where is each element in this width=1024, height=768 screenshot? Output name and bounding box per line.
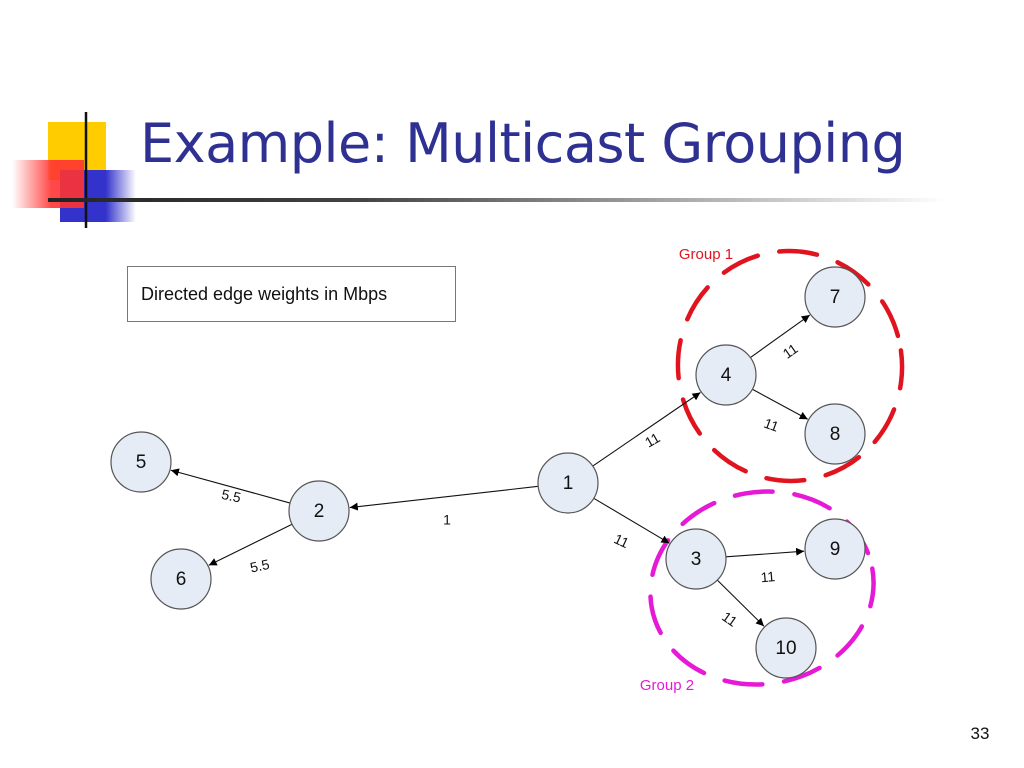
page-number: 33: [970, 724, 990, 743]
legend-box: Directed edge weights in Mbps: [127, 266, 456, 322]
node-2: [288, 480, 350, 542]
title-underline: [48, 198, 948, 202]
edge-weight-2-6: 5.5: [249, 556, 272, 576]
node-2-label: 2: [314, 501, 325, 522]
edge-3-9: [725, 547, 805, 558]
node-5-label: 5: [136, 452, 147, 473]
edge-weight-3-10: 11: [719, 608, 740, 630]
node-8: [804, 403, 866, 465]
node-10-label: 10: [775, 638, 796, 659]
edge-2-5: [170, 468, 291, 504]
node-6: [150, 548, 212, 610]
group-1-label: Group 1: [679, 246, 733, 263]
edge-1-3: [593, 497, 670, 544]
node-7-label: 7: [830, 287, 841, 308]
edge-weight-1-3: 11: [612, 531, 632, 552]
title-decoration: [12, 112, 136, 228]
edge-weight-1-4: 11: [642, 429, 663, 450]
node-1: [537, 452, 599, 514]
node-7: [804, 266, 866, 328]
edge-weight-2-5: 5.5: [220, 486, 243, 506]
node-9: [804, 518, 866, 580]
edge-1-4: [592, 392, 701, 467]
legend-text: Directed edge weights in Mbps: [141, 283, 388, 304]
node-10: [755, 617, 817, 679]
edge-2-6: [208, 523, 293, 566]
node-5: [110, 431, 172, 493]
node-3: [665, 528, 727, 590]
node-4: [695, 344, 757, 406]
edge-weight-4-8: 11: [762, 415, 781, 435]
node-9-label: 9: [830, 539, 841, 560]
edge-4-7: [750, 314, 811, 358]
slide-title: Example: Multicast Grouping: [140, 112, 906, 175]
node-3-label: 3: [691, 549, 702, 570]
group-2-label: Group 2: [640, 677, 694, 694]
edge-weight-1-2: 1: [443, 512, 451, 528]
edge-weight-3-9: 11: [760, 568, 776, 585]
node-6-label: 6: [176, 569, 187, 590]
node-1-label: 1: [563, 473, 574, 494]
edge-weight-4-7: 11: [780, 340, 801, 362]
edge-3-10: [716, 579, 765, 627]
node-8-label: 8: [830, 424, 841, 445]
node-4-label: 4: [721, 365, 732, 386]
edge-1-2: [349, 485, 539, 511]
edge-4-8: [752, 388, 808, 420]
group-2-boundary: [648, 489, 876, 687]
group-1-boundary: [675, 248, 905, 484]
